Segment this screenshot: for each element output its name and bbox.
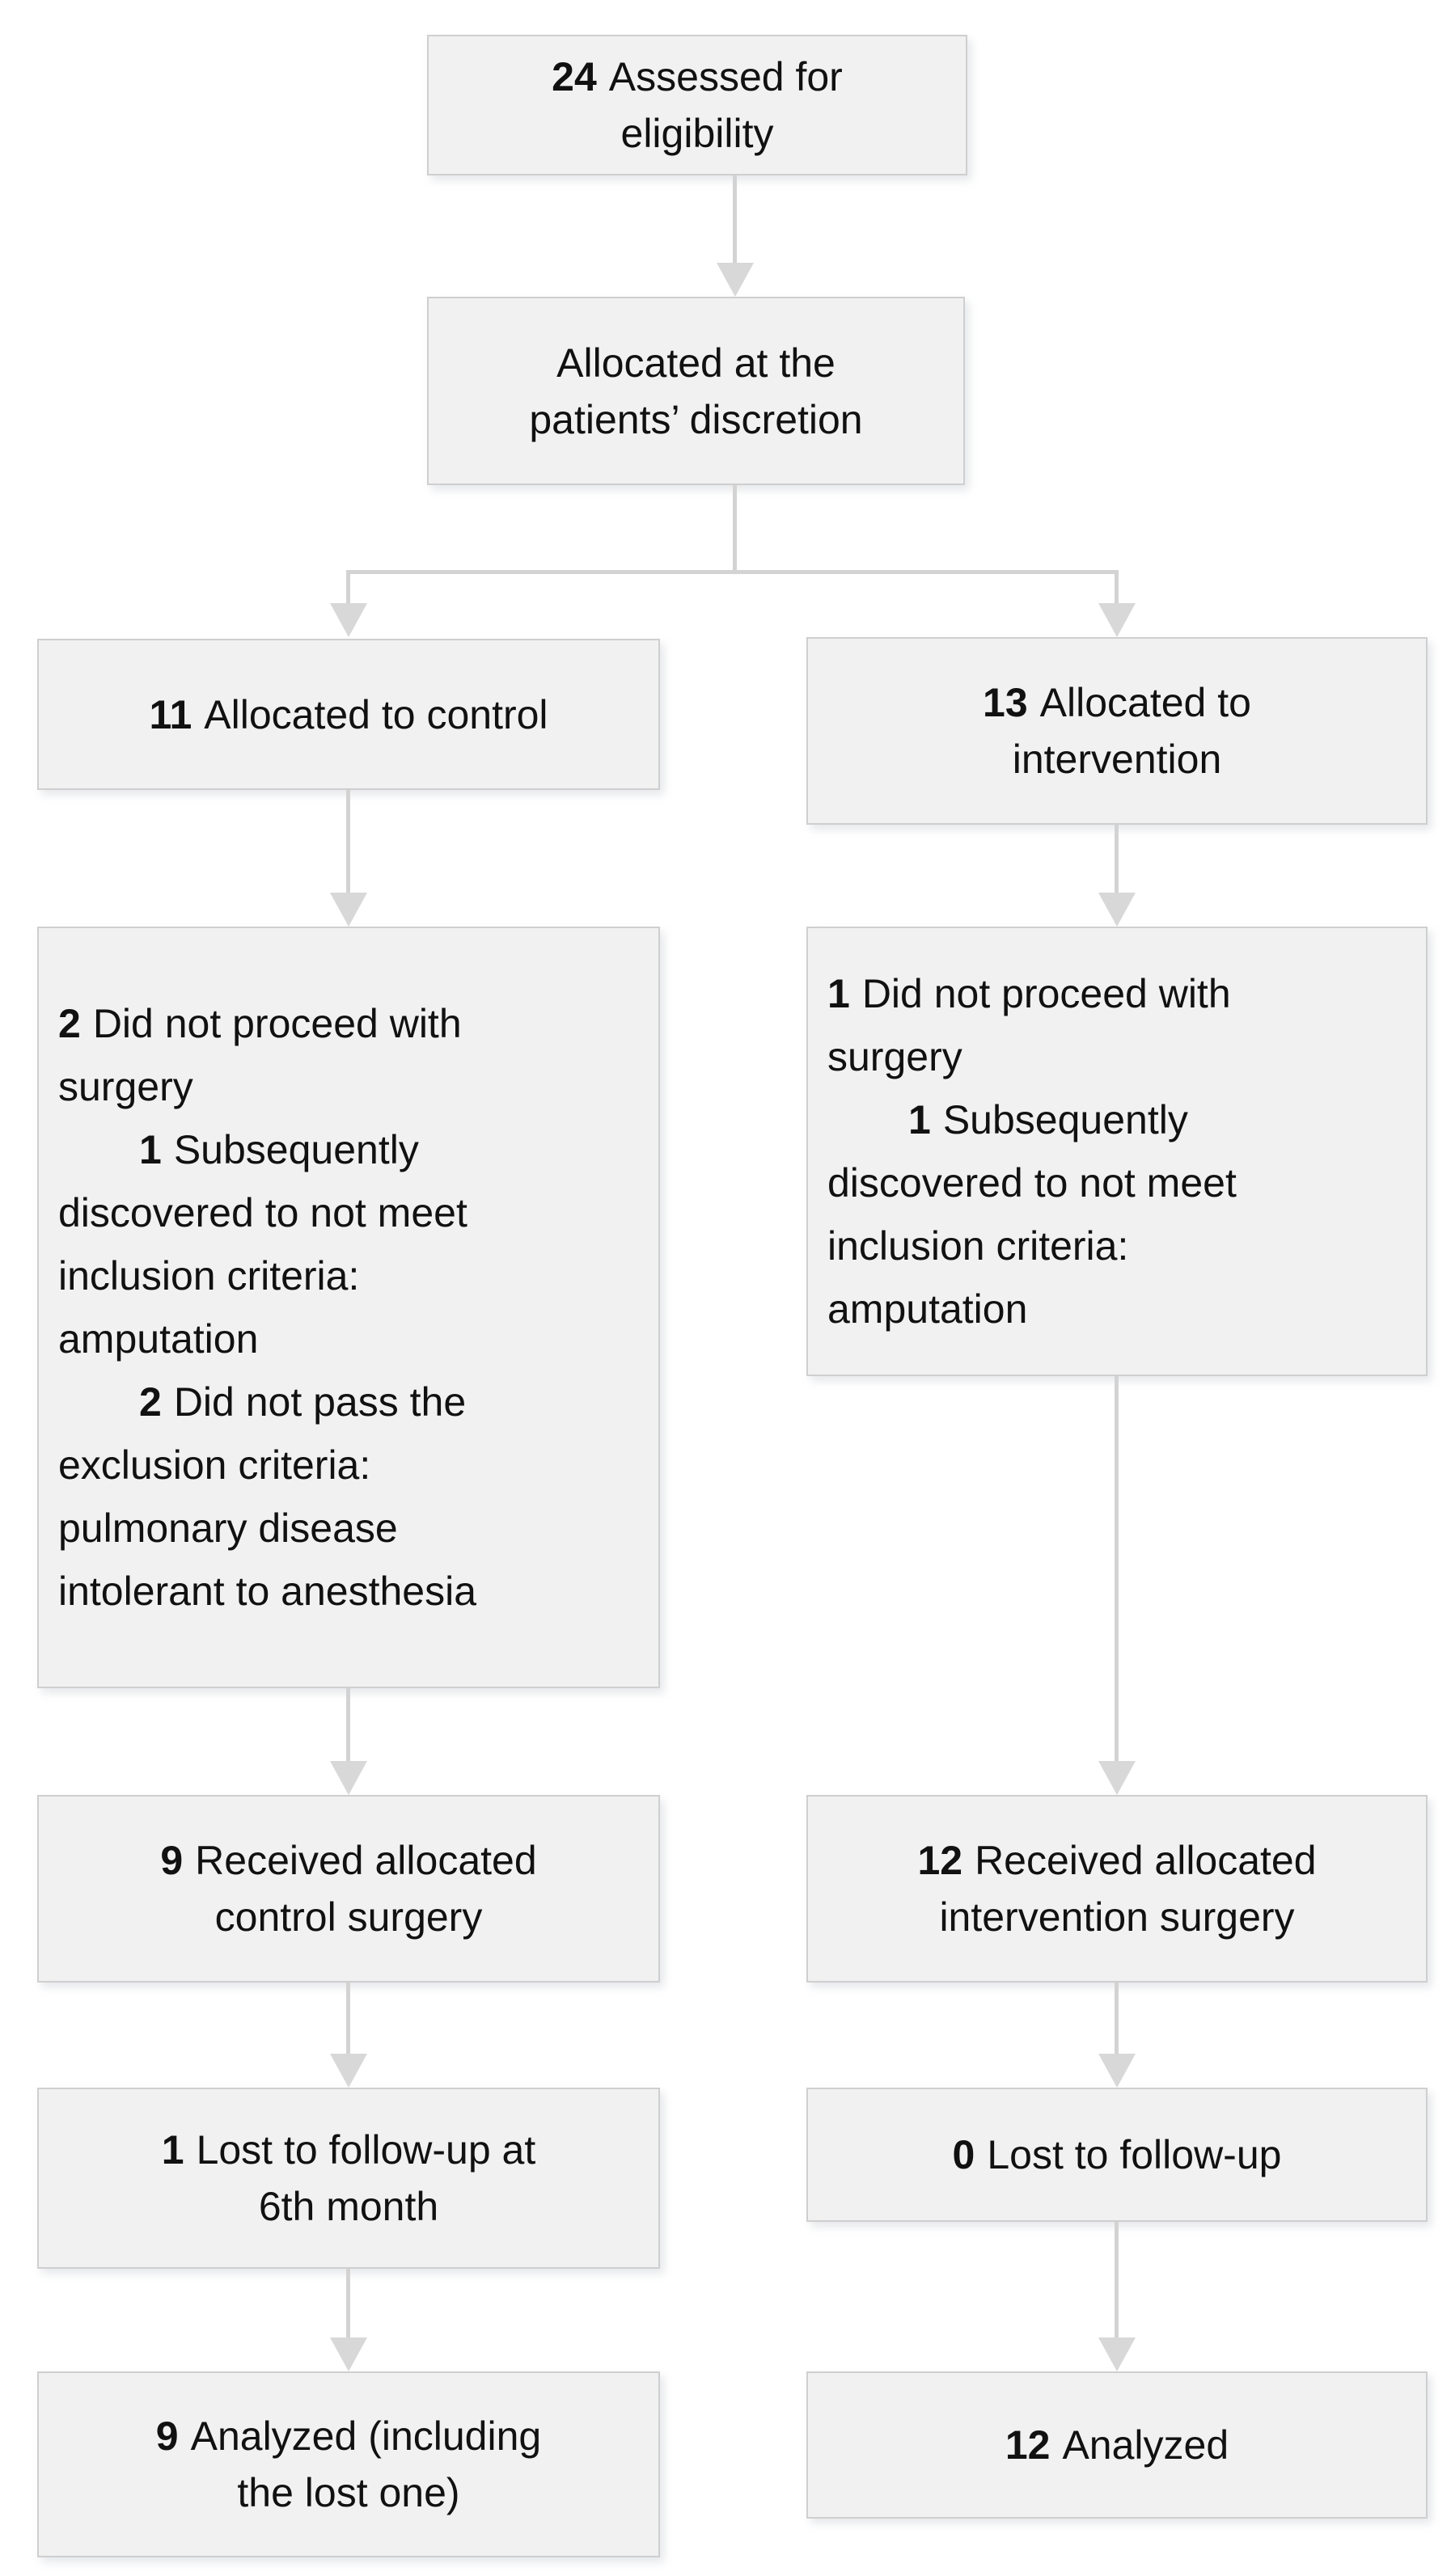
- arrow-control-alloc-to-exclusions-line: [346, 790, 350, 896]
- text-line: the lost one): [237, 2470, 460, 2515]
- text-line: intervention surgery: [939, 1894, 1295, 1940]
- text-line: intolerant to anesthesia: [58, 1569, 477, 1614]
- arrow-split-to-intervention-head-icon: [1098, 603, 1136, 637]
- box-allocated-at-patients-discretion: Allocated at the patients’ discretion: [427, 297, 965, 485]
- arrow-split-to-intervention-line: [1115, 570, 1119, 606]
- text-line: amputation: [827, 1286, 1028, 1332]
- text-line: eligibility: [620, 111, 774, 156]
- text-line: Allocated at the: [556, 340, 835, 386]
- arrow-intervention-received-to-lost-head-icon: [1098, 2054, 1136, 2088]
- connector-discretion-stem: [733, 485, 737, 574]
- arrow-intervention-lost-to-analyzed-head-icon: [1098, 2337, 1136, 2371]
- arrow-intervention-alloc-to-exclusions-head-icon: [1098, 893, 1136, 927]
- text-line: inclusion criteria:: [58, 1253, 360, 1299]
- arrow-control-exclusions-to-received-head-icon: [330, 1761, 367, 1795]
- text-line: discovered to not meet: [827, 1160, 1237, 1206]
- text-line: pulmonary disease: [58, 1505, 398, 1551]
- arrow-assessed-to-discretion-head-icon: [717, 263, 754, 297]
- text-line: amputation: [58, 1316, 259, 1362]
- arrow-split-to-control-line: [346, 570, 350, 606]
- text-line: control surgery: [214, 1894, 483, 1940]
- text-line: exclusion criteria:: [58, 1442, 371, 1488]
- arrow-control-exclusions-to-received-line: [346, 1688, 350, 1764]
- arrow-control-received-to-lost-head-icon: [330, 2054, 367, 2088]
- arrow-control-lost-to-analyzed-line: [346, 2269, 350, 2341]
- text-line: surgery: [827, 1034, 962, 1079]
- text-line: intervention: [1012, 737, 1222, 782]
- text-line: discovered to not meet: [58, 1190, 467, 1235]
- arrow-control-received-to-lost-line: [346, 1983, 350, 2057]
- text-line: inclusion criteria:: [827, 1223, 1129, 1269]
- text-line: patients’ discretion: [529, 396, 863, 442]
- arrow-control-lost-to-analyzed-head-icon: [330, 2337, 367, 2371]
- box-content: Allocated at the patients’ discretion: [429, 298, 963, 484]
- connector-split-horizontal: [346, 570, 1119, 574]
- arrow-intervention-received-to-lost-line: [1115, 1983, 1119, 2057]
- arrow-intervention-exclusions-to-received-head-icon: [1098, 1761, 1136, 1795]
- arrow-intervention-alloc-to-exclusions-line: [1115, 825, 1119, 896]
- arrow-assessed-to-discretion-line: [733, 175, 737, 266]
- text-line: surgery: [58, 1064, 193, 1109]
- arrow-control-alloc-to-exclusions-head-icon: [330, 893, 367, 927]
- text-line: 6th month: [258, 2184, 439, 2229]
- arrow-intervention-lost-to-analyzed-line: [1115, 2222, 1119, 2341]
- arrow-intervention-exclusions-to-received-line: [1115, 1376, 1119, 1764]
- arrow-split-to-control-head-icon: [330, 603, 367, 637]
